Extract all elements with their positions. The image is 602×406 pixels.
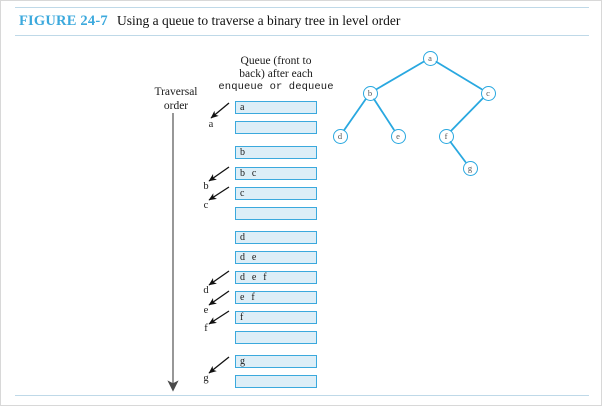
tree-node-label: a bbox=[428, 52, 432, 63]
tree-node-label: c bbox=[486, 87, 490, 98]
tree-edge-group bbox=[343, 60, 484, 163]
queue-box-contents: b bbox=[240, 147, 248, 158]
traversal-step-label: c bbox=[203, 200, 209, 211]
traversal-step-label: g bbox=[203, 373, 209, 384]
dequeue-arrow bbox=[208, 186, 230, 201]
queue-box: c bbox=[235, 187, 317, 200]
header-rule-top bbox=[15, 7, 589, 8]
queue-box bbox=[235, 121, 317, 134]
tree-edge bbox=[449, 141, 467, 163]
tree-node-a: a bbox=[422, 50, 438, 66]
queue-box bbox=[235, 375, 317, 388]
header-rule-bottom bbox=[15, 35, 589, 36]
queue-heading-line2: back) after each bbox=[239, 68, 313, 80]
queue-box: b c bbox=[235, 167, 317, 180]
tree-node-b: b bbox=[362, 85, 378, 101]
traversal-step-label: b bbox=[203, 181, 209, 192]
traversal-order-line2: order bbox=[163, 100, 189, 112]
figure-header: FIGURE 24-7 Using a queue to traverse a … bbox=[1, 7, 601, 37]
figure-caption: Using a queue to traverse a binary tree … bbox=[117, 13, 401, 28]
queue-box: f bbox=[235, 311, 317, 324]
queue-box: a bbox=[235, 101, 317, 114]
tree-edge bbox=[450, 97, 484, 132]
queue-box-contents: f bbox=[240, 312, 246, 323]
queue-heading-line3: enqueue or dequeue bbox=[218, 81, 334, 93]
tree-node-g: g bbox=[462, 160, 478, 176]
tree-node-label: d bbox=[337, 130, 343, 141]
dequeue-arrow bbox=[208, 270, 230, 286]
traversal-order-label: Traversal order bbox=[145, 85, 207, 113]
tree-node-label: g bbox=[467, 162, 473, 173]
traversal-step-label: d bbox=[203, 285, 209, 296]
queue-box-contents: d e bbox=[240, 252, 259, 263]
queue-heading-line1: Queue (front to bbox=[240, 55, 312, 67]
tree-node-f: f bbox=[438, 128, 454, 144]
queue-box-contents: d e f bbox=[240, 272, 269, 283]
queue-box bbox=[235, 331, 317, 344]
footer-rule bbox=[15, 395, 589, 396]
queue-box: e f bbox=[235, 291, 317, 304]
traversal-step-label: e bbox=[203, 305, 209, 316]
dequeue-arrow bbox=[208, 166, 230, 182]
queue-box-contents: e f bbox=[240, 292, 257, 303]
dequeue-arrow bbox=[208, 356, 230, 374]
traversal-step-label: a bbox=[208, 119, 214, 130]
dequeue-arrow-group bbox=[208, 102, 230, 374]
traversal-step-label: f bbox=[204, 323, 208, 334]
queue-box bbox=[235, 207, 317, 220]
tree-edge bbox=[375, 60, 425, 91]
dequeue-arrow bbox=[208, 310, 230, 325]
dequeue-arrow bbox=[210, 102, 230, 119]
traversal-order-line1: Traversal bbox=[154, 86, 198, 98]
queue-box: g bbox=[235, 355, 317, 368]
queue-box-contents: b c bbox=[240, 168, 259, 179]
tree-node-label: e bbox=[396, 130, 400, 141]
queue-box: d e bbox=[235, 251, 317, 264]
tree-edge bbox=[373, 98, 395, 131]
queue-box: b bbox=[235, 146, 317, 159]
tree-node-label: f bbox=[444, 130, 448, 141]
tree-edge bbox=[343, 98, 367, 131]
tree-node-c: c bbox=[480, 85, 496, 101]
tree-node-d: d bbox=[332, 128, 348, 144]
figure-number-label: FIGURE 24-7 bbox=[19, 13, 108, 29]
queue-box: d bbox=[235, 231, 317, 244]
tree-edge bbox=[435, 60, 483, 91]
dequeue-arrow bbox=[208, 290, 230, 306]
queue-box-contents: g bbox=[240, 356, 248, 367]
queue-box-contents: a bbox=[240, 102, 247, 113]
queue-box-contents: d bbox=[240, 232, 248, 243]
tree-node-e: e bbox=[390, 128, 406, 144]
queue-heading: Queue (front to back) after each enqueue… bbox=[206, 55, 346, 94]
queue-box: d e f bbox=[235, 271, 317, 284]
tree-node-label: b bbox=[367, 87, 373, 98]
queue-box-contents: c bbox=[240, 188, 247, 199]
